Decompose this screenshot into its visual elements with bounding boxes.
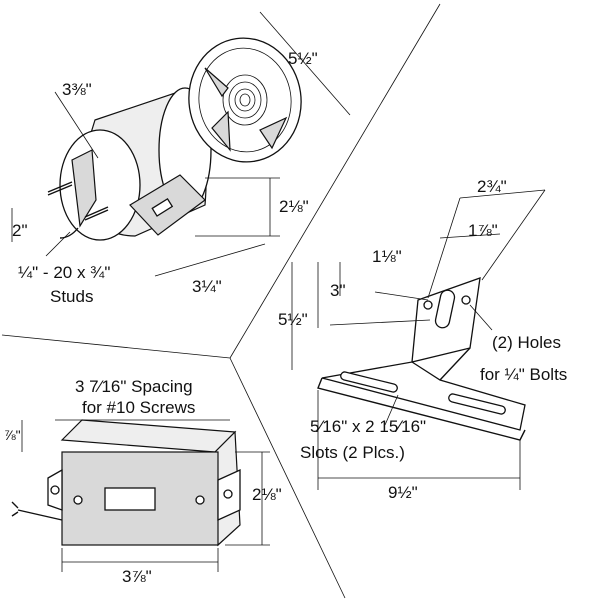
studs-spec-label: ¼" - 20 x ¾" [18, 263, 110, 282]
slots-size-label: 5⁄16" x 2 15⁄16" [310, 417, 426, 436]
studs-word-label: Studs [50, 287, 93, 306]
holes-label-line1: (2) Holes [492, 333, 561, 352]
divider-lower [229, 357, 346, 599]
round-lamp-lens-ring [198, 47, 292, 153]
dim-label-diameter: 5½" [288, 49, 318, 68]
dim-label-top-width: 2¾" [477, 177, 507, 196]
dim-ext-top-left [427, 197, 461, 299]
bracket-drawing [291, 189, 546, 490]
dim-label-rect-depth: ⅞" [4, 427, 21, 443]
dim-label-mid-height: 3" [330, 281, 346, 300]
dim-line-width [154, 243, 266, 277]
rect-lamp-drawing [11, 419, 270, 572]
dim-label-length: 3⅜" [62, 80, 92, 99]
dim-label-width: 3¼" [192, 277, 222, 296]
rect-lamp-screw-front-right [195, 495, 205, 505]
divider-left [1, 334, 231, 359]
slots-leader [384, 394, 399, 426]
stud-upper [47, 184, 73, 196]
dim-label-hole-spacing: 1⅞" [468, 221, 498, 240]
rect-lamp-screw-left [50, 485, 60, 495]
holes-label-line2: for ¼" Bolts [480, 365, 567, 384]
round-lamp-drawing [11, 11, 351, 277]
rect-lamp-top [60, 419, 237, 453]
stud-lower [84, 209, 109, 221]
rect-lamp-screw-right [223, 489, 233, 499]
round-lamp-lens-spoke [259, 116, 288, 150]
divider-upper [229, 3, 441, 359]
spacing-label-line2: for #10 Screws [82, 398, 195, 417]
dim-ext-hole [374, 291, 429, 301]
bracket-base-edge [317, 377, 526, 441]
dim-label-total-height: 5½" [278, 310, 308, 329]
stud-lower-thread [84, 206, 109, 218]
dim-ext-top-right [481, 189, 546, 281]
round-lamp-lens-rings [222, 74, 268, 126]
rect-lamp-wire [17, 509, 63, 521]
dim-line-diameter [259, 11, 351, 116]
round-lamp-wire [59, 227, 79, 239]
bracket-slot-right [448, 393, 506, 415]
round-lamp-lens-spoke [211, 110, 231, 152]
dim-label-height: 2⅛" [279, 197, 309, 216]
stud-upper-thread [47, 181, 73, 193]
dim-line-top-width [459, 189, 546, 199]
dim-label-hole-drop: 1⅛" [372, 247, 402, 266]
panel-dividers [1, 3, 441, 599]
round-lamp-lens-spoke [204, 67, 229, 98]
bracket-hole-right [461, 295, 471, 305]
dim-label-rect-width: 3⅞" [122, 567, 152, 586]
dim-line-hole-spacing [439, 233, 501, 239]
dim-label-stud-offset: 2" [12, 221, 28, 240]
slots-note-label: Slots (2 Plcs.) [300, 443, 405, 462]
dim-line-length [54, 91, 99, 159]
round-lamp-mount [71, 149, 97, 228]
rect-lamp-wire-end [11, 501, 19, 517]
studs-leader [45, 231, 71, 257]
dim-label-rect-height: 2⅛" [252, 485, 282, 504]
holes-leader [469, 304, 493, 331]
rect-lamp-screw-front-left [73, 495, 83, 505]
rect-lamp-lens-window [104, 487, 156, 511]
round-lamp-marker-window [151, 197, 174, 217]
spacing-label-line1: 3 7⁄16" Spacing [75, 377, 193, 396]
dim-label-base-width: 9½" [388, 483, 418, 502]
bracket-slot-left [340, 371, 398, 393]
bracket-center-slot [434, 289, 456, 329]
dim-ext-mid [329, 319, 431, 326]
bracket-hole-left [423, 300, 433, 310]
